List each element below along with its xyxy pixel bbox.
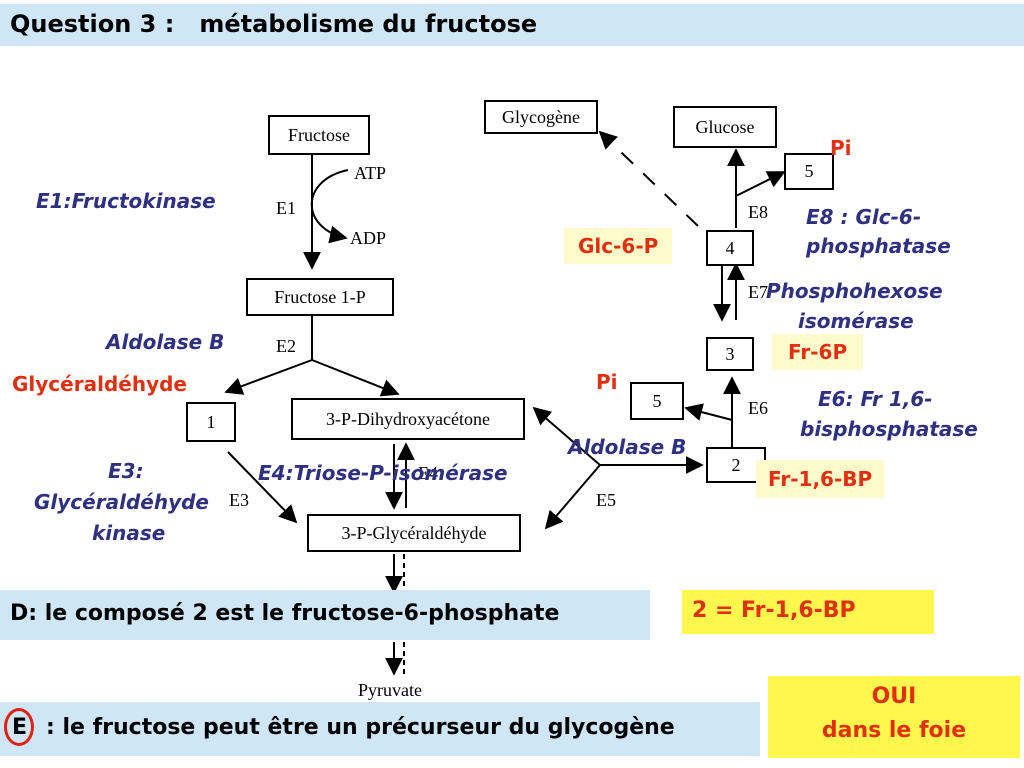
statement-d: D: le composé 2 est le fructose-6-phosph… (0, 590, 650, 640)
annotation-e6-line1: E6: Fr 1,6- (818, 387, 933, 411)
box-g3p: 3-P-Glycéraldéhyde (307, 514, 521, 552)
annotation-e2-aldolase-b: Aldolase B (106, 330, 225, 354)
annotation-e4-triose-isomerase: E4:Triose-P-isomérase (258, 461, 508, 485)
annotation-e8-line1: E8 : Glc-6- (806, 205, 922, 229)
annotation-fr-1-6-bp: Fr-1,6-BP (756, 460, 885, 498)
label-atp: ATP (354, 163, 387, 183)
annotation-e7-line1: Phosphohexose (766, 279, 943, 303)
box-compound-3: 3 (706, 337, 754, 371)
annotation-e8-line2: phosphatase (806, 234, 951, 258)
label-e2: E2 (276, 336, 296, 356)
annotation-e3-line1: E3: (108, 459, 144, 483)
answer-e (768, 676, 1020, 758)
annotation-fr-6p: Fr-6P (772, 334, 864, 370)
statement-e-text: : le fructose peut être un précurseur du… (46, 715, 675, 740)
answer-e-line1: OUI (871, 684, 917, 709)
annotation-e5-aldolase-b: Aldolase B (568, 435, 687, 459)
annotation-e3-line3: kinase (92, 521, 166, 545)
box-compound-5-mid: 5 (630, 382, 684, 420)
statement-e-letter: E (12, 715, 28, 740)
box-glycogene: Glycogène (484, 100, 598, 134)
label-adp: ADP (350, 228, 387, 248)
statement-e-bg (0, 702, 760, 756)
box-compound-5-top: 5 (784, 153, 834, 190)
box-fructose-1-p: Fructose 1-P (246, 278, 394, 316)
label-e6: E6 (748, 398, 768, 418)
page-title: Question 3 : métabolisme du fructose (10, 10, 538, 38)
label-e4: E4 (418, 463, 438, 483)
annotation-glyceraldehyde: Glycéraldéhyde (12, 372, 187, 396)
annotation-e6-line2: bisphosphatase (800, 417, 978, 441)
box-dhap: 3-P-Dihydroxyacétone (291, 398, 525, 440)
box-glucose: Glucose (673, 106, 777, 148)
box-fructose: Fructose (268, 115, 370, 155)
label-e7: E7 (748, 282, 768, 302)
annotation-pi-top: Pi (830, 136, 852, 160)
box-compound-1: 1 (186, 402, 236, 442)
answer-e-line2: dans le foie (821, 718, 967, 743)
annotation-glc-6-p: Glc-6-P (564, 228, 673, 264)
annotation-e7-line2: isomérase (798, 309, 914, 333)
label-e5: E5 (596, 490, 616, 510)
label-e8: E8 (748, 202, 768, 222)
answer-d: 2 = Fr-1,6-BP (682, 590, 934, 634)
title-bar (0, 4, 1024, 46)
label-e1: E1 (276, 198, 296, 218)
label-pyruvate: Pyruvate (358, 680, 422, 700)
label-e3: E3 (229, 490, 249, 510)
annotation-pi-mid: Pi (596, 370, 618, 394)
annotation-e1-fructokinase: E1:Fructokinase (36, 189, 216, 213)
statement-e-letter-circle (4, 708, 34, 746)
annotation-e3-line2: Glycéraldéhyde (34, 490, 209, 514)
box-compound-4: 4 (706, 230, 754, 266)
